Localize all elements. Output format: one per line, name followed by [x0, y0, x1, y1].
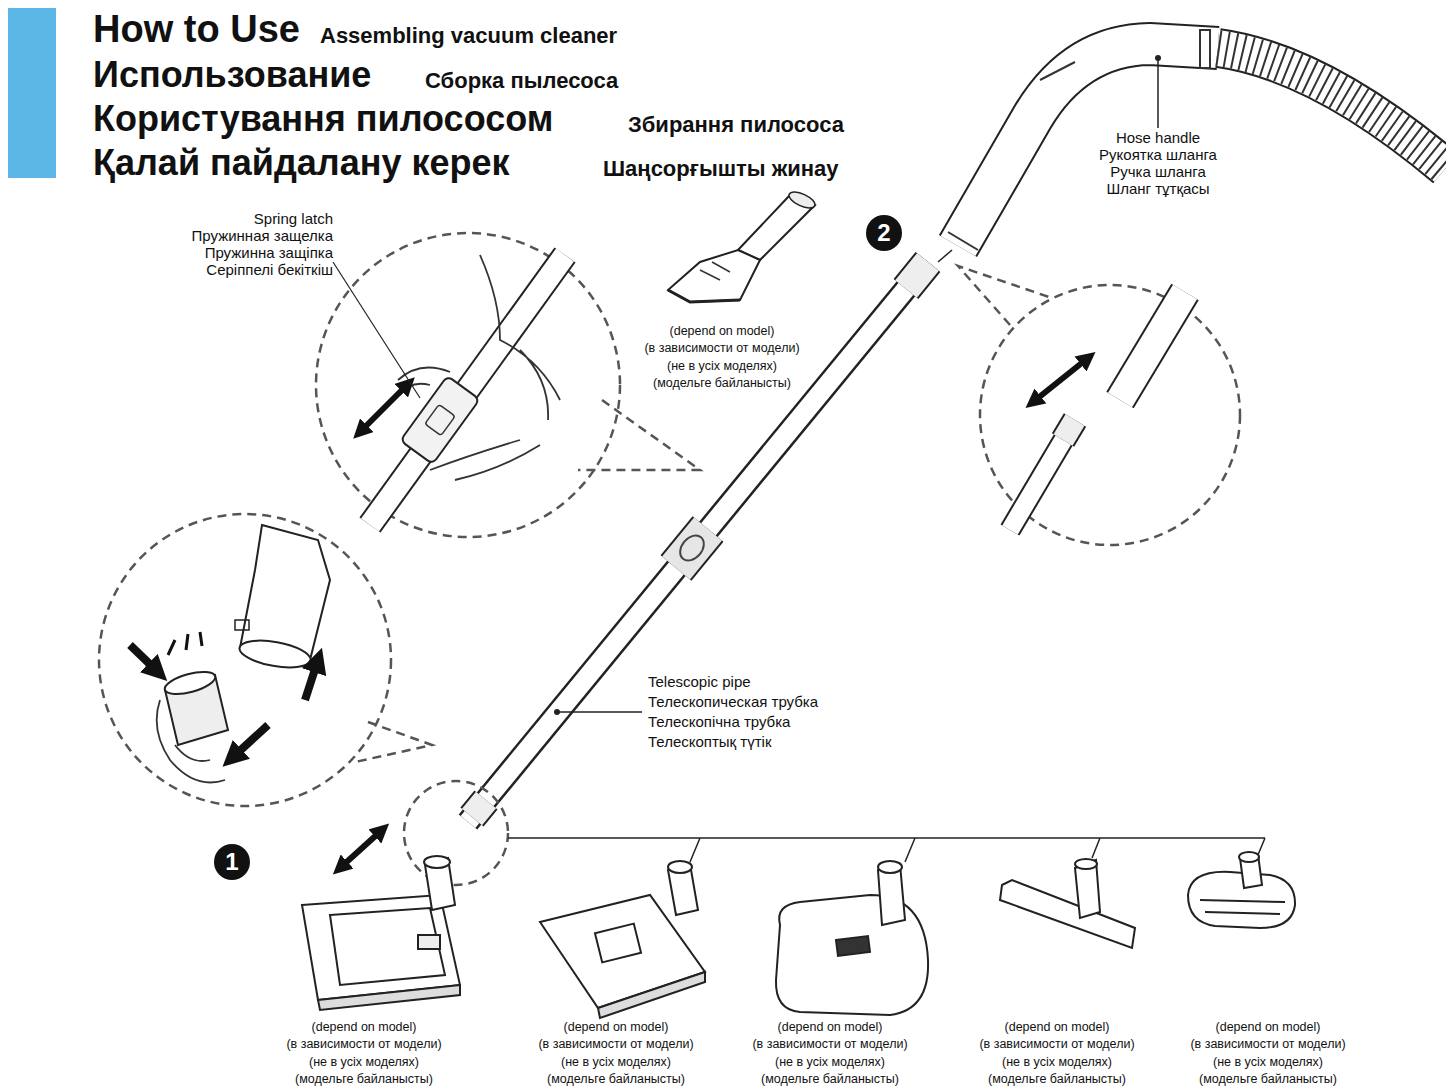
- part-label: Пружинна защіпка: [205, 244, 333, 262]
- double-arrow: [340, 830, 382, 868]
- part-label: Серіппелі бекіткіш: [206, 261, 333, 279]
- part-label: Телескопическая трубка: [648, 693, 818, 711]
- part-label: Шланг тұтқасы: [1106, 180, 1209, 198]
- crevice-attachment: [668, 189, 817, 302]
- model-note: (в зависимости от модели): [1190, 1037, 1345, 1052]
- nozzle-connect-zoom: [99, 514, 432, 806]
- model-note: (в зависимости от модели): [752, 1037, 907, 1052]
- model-note: (в зависимости от модели): [286, 1037, 441, 1052]
- model-note: (depend on model): [312, 1020, 417, 1035]
- floor-nozzles: [302, 852, 1295, 1018]
- model-note: (depend on model): [1005, 1020, 1110, 1035]
- model-note: (не в усіх моделях): [309, 1055, 419, 1070]
- model-note: (модельге байланысты): [295, 1072, 433, 1087]
- joint-circle: [404, 781, 508, 885]
- bracket-line: [508, 838, 1265, 862]
- hose-handle: [948, 30, 1446, 250]
- part-label: Телескоптық түтік: [648, 733, 771, 751]
- model-note: (depend on model): [778, 1020, 883, 1035]
- model-note: (модельге байланысты): [547, 1072, 685, 1087]
- callout-number: 1: [214, 844, 250, 880]
- part-label: Рукоятка шланга: [1099, 146, 1217, 164]
- subtitle: Assembling vacuum cleaner: [320, 23, 617, 49]
- part-label: Telescopic pipe: [648, 673, 751, 691]
- model-note: (модельге байланысты): [1199, 1072, 1337, 1087]
- callout-number: 2: [866, 215, 902, 251]
- subtitle: Шаңсорғышты жинау: [603, 156, 839, 182]
- model-note: (не в усіх моделях): [1002, 1055, 1112, 1070]
- page-title: How to Use: [93, 7, 300, 53]
- model-note: (не в усіх моделях): [667, 359, 777, 374]
- part-label: Пружинная защелка: [192, 227, 333, 245]
- heading: Қалай пайдалану керек: [93, 141, 510, 184]
- callout-text: 2: [877, 219, 890, 247]
- model-note: (не в усіх моделях): [775, 1055, 885, 1070]
- model-note: (не в усіх моделях): [1213, 1055, 1323, 1070]
- subtitle: Сборка пылесоса: [425, 68, 618, 94]
- model-note: (depend on model): [1216, 1020, 1321, 1035]
- model-note: (в зависимости от модели): [538, 1037, 693, 1052]
- subtitle: Збирання пилососа: [628, 112, 844, 138]
- callout-text: 1: [225, 848, 238, 876]
- model-note: (в зависимости от модели): [979, 1037, 1134, 1052]
- model-note: (модельге байланысты): [988, 1072, 1126, 1087]
- model-note: (модельге байланысты): [761, 1072, 899, 1087]
- heading: Користування пилососом: [93, 97, 553, 140]
- model-note: (depend on model): [670, 324, 775, 339]
- hose-connect-zoom: [958, 266, 1240, 545]
- model-note: (в зависимости от модели): [644, 341, 799, 356]
- part-label: Ручка шланга: [1110, 163, 1206, 181]
- part-label: Hose handle: [1116, 129, 1200, 147]
- model-note: (не в усіх моделях): [561, 1055, 671, 1070]
- accent-bar: [8, 8, 56, 178]
- model-note: (depend on model): [564, 1020, 669, 1035]
- heading: Использование: [93, 53, 371, 96]
- part-label: Телескопічна трубка: [648, 713, 790, 731]
- telescopic-pipe: [468, 262, 928, 822]
- part-label: Spring latch: [254, 210, 333, 228]
- model-note: (модельге байланысты): [653, 376, 791, 391]
- spring-latch-zoom: [316, 233, 700, 537]
